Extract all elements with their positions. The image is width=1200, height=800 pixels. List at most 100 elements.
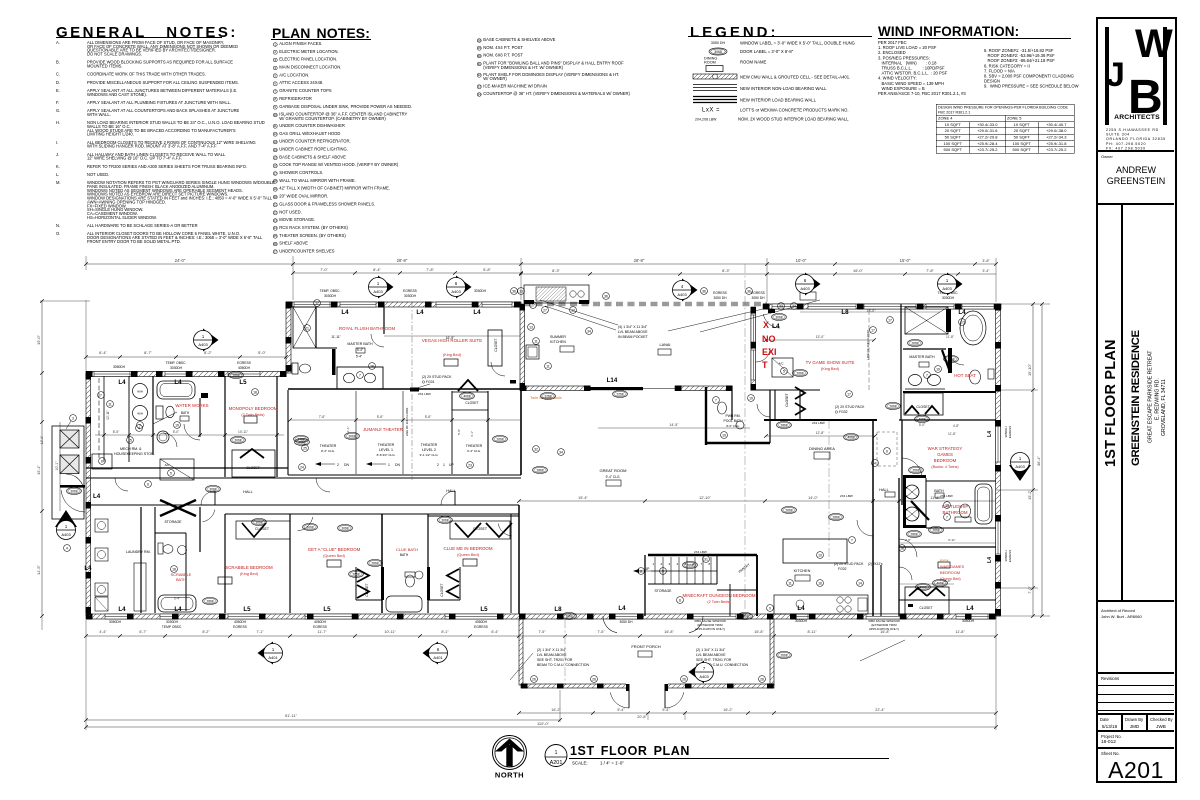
svg-text:7: 7 bbox=[715, 398, 717, 402]
svg-text:6: 6 bbox=[886, 449, 888, 453]
svg-text:APPLICATION ONLY): APPLICATION ONLY) bbox=[869, 627, 899, 631]
svg-text:3050DH: 3050DH bbox=[962, 619, 975, 623]
svg-text:10'-1": 10'-1" bbox=[55, 461, 59, 471]
svg-text:23: 23 bbox=[468, 463, 472, 467]
svg-text:BATTLESHIP: BATTLESHIP bbox=[942, 504, 969, 509]
svg-text:W: W bbox=[1135, 22, 1173, 66]
svg-text:DN: DN bbox=[344, 463, 349, 467]
svg-text:3068: 3068 bbox=[234, 438, 241, 442]
svg-text:5'-0": 5'-0" bbox=[258, 350, 266, 355]
svg-text:2: 2 bbox=[661, 562, 663, 566]
svg-text:3: 3 bbox=[72, 416, 74, 420]
svg-text:LINE OF 2ND FLOOR: LINE OF 2ND FLOOR bbox=[405, 408, 409, 437]
svg-text:7'-8": 7'-8" bbox=[926, 268, 934, 273]
svg-text:14: 14 bbox=[858, 581, 862, 585]
svg-text:EGRESS: EGRESS bbox=[1008, 426, 1012, 439]
svg-text:IN BEAM POCKET: IN BEAM POCKET bbox=[618, 335, 649, 339]
svg-text:CLOSET: CLOSET bbox=[919, 606, 932, 610]
svg-text:A/C: A/C bbox=[165, 463, 170, 467]
svg-text:3030DH: 3030DH bbox=[166, 620, 179, 624]
svg-text:9'-4" CLG.: 9'-4" CLG. bbox=[467, 449, 481, 453]
svg-text:16'-9": 16'-9" bbox=[446, 336, 455, 340]
svg-text:2X4 LBW: 2X4 LBW bbox=[418, 392, 431, 396]
svg-text:FG02: FG02 bbox=[838, 567, 847, 571]
svg-text:6: 6 bbox=[455, 281, 458, 286]
svg-text:2X4,2X8 LBW: 2X4,2X8 LBW bbox=[695, 118, 717, 122]
svg-text:3'-8": 3'-8" bbox=[982, 259, 990, 263]
svg-text:7'-5": 7'-5" bbox=[538, 630, 546, 634]
svg-text:L4: L4 bbox=[772, 323, 780, 330]
svg-text:5'-0": 5'-0" bbox=[919, 423, 925, 427]
svg-text:26: 26 bbox=[592, 677, 596, 681]
svg-text:33: 33 bbox=[779, 304, 783, 308]
svg-text:5'-8": 5'-8" bbox=[377, 415, 384, 419]
svg-text:2268: 2268 bbox=[544, 394, 551, 398]
svg-text:10: 10 bbox=[818, 553, 822, 557]
svg-text:12'-1": 12'-1" bbox=[40, 436, 44, 444]
svg-text:3050 DH: 3050 DH bbox=[619, 620, 633, 624]
svg-text:(King Bed): (King Bed) bbox=[821, 367, 840, 371]
svg-text:UP: UP bbox=[449, 463, 454, 467]
svg-text:11'-8": 11'-8" bbox=[943, 579, 951, 583]
svg-text:8'-4" CLG.: 8'-4" CLG. bbox=[321, 449, 335, 453]
svg-text:NO: NO bbox=[762, 334, 776, 344]
svg-text:BATH: BATH bbox=[181, 411, 190, 415]
svg-text:6: 6 bbox=[147, 482, 149, 486]
svg-text:9'-4" CLG.: 9'-4" CLG. bbox=[606, 475, 621, 479]
svg-text:CLUE ME IN BEDROOM: CLUE ME IN BEDROOM bbox=[443, 546, 492, 551]
svg-text:6'-7": 6'-7" bbox=[139, 630, 147, 634]
svg-text:CLUE BATH: CLUE BATH bbox=[396, 547, 418, 552]
svg-text:STORAGE: STORAGE bbox=[164, 520, 182, 524]
svg-text:2668: 2668 bbox=[785, 508, 792, 512]
svg-text:2868: 2868 bbox=[536, 468, 543, 472]
svg-text:CLOSET: CLOSET bbox=[365, 583, 369, 596]
svg-text:36: 36 bbox=[604, 294, 608, 298]
svg-text:5'-8": 5'-8" bbox=[425, 415, 432, 419]
svg-text:7'-8": 7'-8" bbox=[319, 415, 326, 419]
svg-text:DINING AREA: DINING AREA bbox=[809, 446, 835, 451]
svg-text:18: 18 bbox=[172, 567, 176, 571]
svg-text:EGRESS: EGRESS bbox=[713, 291, 728, 295]
svg-text:EGRESS: EGRESS bbox=[474, 625, 489, 629]
svg-text:HALL: HALL bbox=[243, 490, 253, 494]
svg-text:(4) 1 3/4" X 11 3/4": (4) 1 3/4" X 11 3/4" bbox=[618, 325, 648, 329]
svg-text:51'-11": 51'-11" bbox=[285, 713, 298, 718]
svg-text:4'-1": 4'-1" bbox=[470, 431, 474, 437]
svg-text:BATH: BATH bbox=[400, 553, 409, 557]
svg-text:3'-4": 3'-4" bbox=[982, 269, 990, 273]
svg-text:2: 2 bbox=[337, 463, 339, 467]
svg-text:12: 12 bbox=[571, 308, 575, 312]
svg-text:27: 27 bbox=[531, 303, 535, 307]
svg-text:2668: 2668 bbox=[371, 561, 378, 565]
svg-text:L4: L4 bbox=[618, 605, 626, 612]
svg-text:A403: A403 bbox=[942, 286, 952, 291]
svg-text:A401: A401 bbox=[433, 655, 443, 660]
svg-text:L4: L4 bbox=[966, 605, 974, 612]
svg-text:2868: 2868 bbox=[206, 599, 213, 603]
svg-text:8'-3": 8'-3" bbox=[722, 268, 730, 273]
svg-text:5'-8": 5'-8" bbox=[457, 429, 461, 435]
svg-text:13'-0": 13'-0" bbox=[867, 309, 877, 313]
svg-text:THEATER: THEATER bbox=[466, 444, 483, 448]
svg-text:(Queen Bed): (Queen Bed) bbox=[940, 577, 961, 581]
svg-text:5: 5 bbox=[783, 369, 785, 373]
svg-text:BEDROOM: BEDROOM bbox=[940, 570, 960, 575]
svg-text:2668: 2668 bbox=[780, 653, 787, 657]
svg-text:T: T bbox=[762, 360, 768, 370]
svg-text:20'-8": 20'-8" bbox=[637, 715, 647, 719]
svg-text:A201: A201 bbox=[550, 760, 563, 766]
svg-text:6'-4": 6'-4" bbox=[491, 630, 499, 634]
svg-text:8: 8 bbox=[709, 562, 711, 566]
svg-text:15'-2": 15'-2" bbox=[1027, 489, 1032, 500]
svg-text:1: 1 bbox=[272, 647, 275, 652]
svg-text:1: 1 bbox=[653, 562, 655, 566]
svg-text:3068: 3068 bbox=[306, 525, 313, 529]
svg-text:2668: 2668 bbox=[911, 341, 918, 345]
svg-text:THEATER: THEATER bbox=[320, 444, 337, 448]
svg-text:EGRESS: EGRESS bbox=[237, 361, 252, 365]
svg-text:(Bunks: 4 Twins): (Bunks: 4 Twins) bbox=[931, 465, 958, 469]
svg-text:3068: 3068 bbox=[714, 50, 722, 54]
svg-text:HALL: HALL bbox=[879, 488, 889, 492]
svg-text:19: 19 bbox=[175, 423, 179, 427]
svg-text:7: 7 bbox=[703, 666, 706, 671]
